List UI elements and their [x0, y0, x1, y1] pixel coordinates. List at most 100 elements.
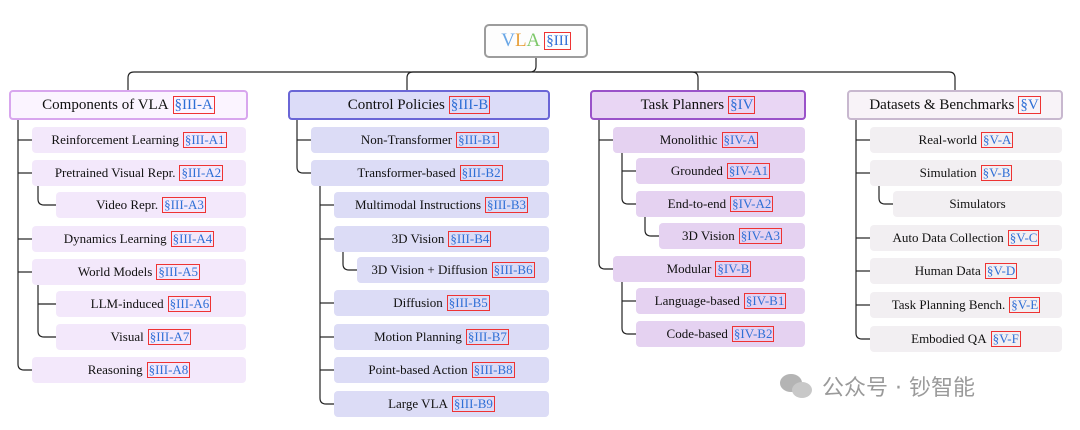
- node-ref: §V-D: [984, 262, 1018, 280]
- connector-root-task: [536, 71, 699, 90]
- connector-control-spine: [296, 120, 311, 174]
- node-reinforcement-learning: Reinforcement Learning§III-A1: [32, 127, 246, 153]
- node-label: Pretrained Visual Repr.: [54, 165, 176, 180]
- root-ref: §III: [544, 31, 571, 51]
- node-grounded: Grounded§IV-A1: [636, 158, 805, 184]
- node-ref: §III-A3: [162, 196, 206, 214]
- connector-transformer-spine: [319, 186, 334, 405]
- category-components-of-vla: Components of VLA§III-A: [9, 90, 248, 120]
- node-label: Real-world: [918, 132, 978, 147]
- category-ref: §IV: [728, 95, 756, 115]
- node-ref: §IV-A2: [730, 195, 774, 213]
- watermark-text: 公众号 · 钞智能: [822, 376, 975, 401]
- node-label: Code-based: [666, 326, 728, 341]
- node-label: Point-based Action: [368, 362, 468, 377]
- node-monolithic: Monolithic§IV-A: [613, 127, 805, 153]
- category-datasets-benchmarks: Datasets & Benchmarks§V: [847, 90, 1063, 120]
- node-3d-vision-planner: 3D Vision§IV-A3: [659, 223, 805, 249]
- node-label: Reasoning: [87, 362, 143, 377]
- node-label: World Models: [77, 264, 153, 279]
- connector-root-control: [406, 71, 536, 90]
- node-ref: §V-F: [990, 330, 1021, 348]
- root-letter-l: L: [514, 30, 527, 51]
- connector-datasets-spine: [855, 120, 870, 340]
- node-ref: §III-A4: [170, 230, 215, 248]
- node-label: Visual: [110, 329, 144, 344]
- node-label: Transformer-based: [357, 165, 456, 180]
- node-ref: §III-B3: [485, 196, 529, 214]
- node-non-transformer: Non-Transformer§III-B1: [311, 127, 549, 153]
- node-ref: §III-A5: [156, 263, 201, 281]
- node-3d-vision-diffusion: 3D Vision + Diffusion§III-B6: [357, 257, 549, 283]
- node-label: Grounded: [670, 163, 723, 178]
- wechat-icon: [780, 372, 814, 400]
- node-ref: §III-A6: [167, 295, 212, 313]
- node-label: Monolithic: [659, 132, 718, 147]
- node-motion-planning: Motion Planning§III-B7: [334, 324, 549, 350]
- node-ref: §III-A1: [182, 131, 227, 149]
- node-language-based: Language-based§IV-B1: [636, 288, 805, 314]
- node-simulation: Simulation§V-B: [870, 160, 1062, 186]
- node-large-vla: Large VLA§III-B9: [334, 391, 549, 417]
- node-diffusion: Diffusion§III-B5: [334, 290, 549, 316]
- node-transformer-based: Transformer-based§III-B2: [311, 160, 549, 186]
- node-ref: §IV-A: [721, 131, 759, 149]
- node-label: LLM-induced: [90, 296, 164, 311]
- node-pretrained-visual-repr: Pretrained Visual Repr.§III-A2: [32, 160, 246, 186]
- node-ref: §III-B9: [451, 395, 495, 413]
- node-ref: §III-B2: [459, 164, 503, 182]
- node-label: Video Repr.: [96, 197, 159, 212]
- node-ref: §IV-B2: [731, 325, 775, 343]
- node-end-to-end: End-to-end§IV-A2: [636, 191, 805, 217]
- node-label: 3D Vision + Diffusion: [371, 262, 488, 277]
- category-ref: §V: [1018, 95, 1041, 115]
- category-ref: §III-A: [172, 95, 215, 115]
- node-ref: §III-A2: [179, 164, 224, 182]
- node-label: Task Planning Bench.: [891, 297, 1006, 312]
- node-ref: §III-B1: [456, 131, 500, 149]
- node-code-based: Code-based§IV-B2: [636, 321, 805, 347]
- node-reasoning: Reasoning§III-A8: [32, 357, 246, 383]
- node-world-models: World Models§III-A5: [32, 259, 246, 285]
- node-auto-data-collection: Auto Data Collection§V-C: [870, 225, 1062, 251]
- category-title: Task Planners: [640, 96, 725, 113]
- connector-components-spine: [17, 120, 32, 371]
- node-label: Dynamics Learning: [63, 231, 167, 246]
- category-title: Control Policies: [347, 96, 445, 113]
- node-3d-vision: 3D Vision§III-B4: [334, 226, 549, 252]
- node-label: Language-based: [654, 293, 740, 308]
- node-point-based-action: Point-based Action§III-B8: [334, 357, 549, 383]
- node-ref: §IV-A3: [738, 227, 783, 245]
- node-label: Modular: [666, 261, 712, 276]
- node-llm-induced: LLM-induced§III-A6: [56, 291, 246, 317]
- node-ref: §III-B5: [446, 294, 490, 312]
- connector-root-components: [127, 58, 537, 90]
- connector-root-datasets: [536, 71, 956, 90]
- root-letter-v: V: [501, 30, 515, 51]
- category-control-policies: Control Policies§III-B: [288, 90, 550, 120]
- category-task-planners: Task Planners§IV: [590, 90, 806, 120]
- node-visual: Visual§III-A7: [56, 324, 246, 350]
- node-ref: §V-A: [981, 131, 1014, 149]
- node-ref: §V-E: [1009, 296, 1041, 314]
- node-task-planning-bench: Task Planning Bench.§V-E: [870, 292, 1062, 318]
- node-ref: §III-B8: [471, 361, 515, 379]
- node-ref: §III-A7: [147, 328, 192, 346]
- node-label: Simulators: [949, 196, 1006, 211]
- node-ref: §IV-B1: [743, 292, 787, 310]
- node-label: Multimodal Instructions: [354, 197, 482, 212]
- category-title: Datasets & Benchmarks: [869, 96, 1015, 113]
- node-label: Non-Transformer: [360, 132, 453, 147]
- watermark: 公众号 · 钞智能: [780, 366, 1065, 406]
- node-label: Reinforcement Learning: [51, 132, 179, 147]
- node-ref: §IV-A1: [726, 162, 771, 180]
- node-label: Large VLA: [388, 396, 448, 411]
- node-embodied-qa: Embodied QA§V-F: [870, 326, 1062, 352]
- node-label: Embodied QA: [911, 331, 987, 346]
- node-ref: §V-C: [1007, 229, 1040, 247]
- node-ref: §III-A8: [146, 361, 191, 379]
- node-modular: Modular§IV-B: [613, 256, 805, 282]
- node-ref: §III-B7: [465, 328, 509, 346]
